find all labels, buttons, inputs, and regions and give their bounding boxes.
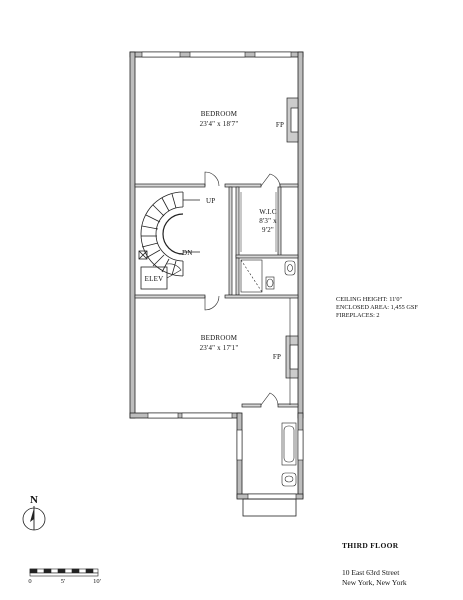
- wic-size-1: 8'3" x: [259, 217, 277, 225]
- scale-bar: [29, 568, 99, 577]
- fireplace-bottom: [285, 335, 299, 379]
- stair-up-label: UP: [206, 197, 215, 205]
- north-arrow: N: [22, 494, 46, 531]
- fireplace-top: [286, 97, 299, 143]
- scale-tick-10: 10': [93, 578, 101, 585]
- fireplace-top-label: FP: [276, 121, 284, 129]
- bedroom-top-name: BEDROOM: [201, 110, 238, 118]
- balcony: [242, 498, 297, 517]
- closet-shelves: [240, 192, 277, 252]
- fireplace-bottom-label: FP: [273, 353, 281, 361]
- address-line-1: 10 East 63rd Street: [342, 568, 400, 577]
- north-label: N: [30, 494, 38, 506]
- wic-name: W.I.C: [259, 208, 277, 216]
- address-line-2: New York, New York: [342, 578, 407, 587]
- floor-title: THIRD FLOOR: [342, 541, 399, 550]
- wic-size-2: 9'2": [262, 226, 274, 234]
- stair-down-label: DN: [182, 249, 193, 257]
- scale-tick-5: 5': [61, 578, 65, 585]
- door-swings: [166, 171, 281, 406]
- floor-info: CEILING HEIGHT: 11'0" ENCLOSED AREA: 1,4…: [336, 296, 418, 321]
- bedroom-top-size: 23'4" x 18'7": [200, 120, 239, 128]
- fireplace-count: FIREPLACES: 2: [336, 312, 380, 320]
- interior-walls: [134, 183, 299, 408]
- ceiling-height: CEILING HEIGHT: 11'0": [336, 296, 403, 303]
- elevator-label: ELEV: [145, 275, 164, 283]
- bedroom-bottom-name: BEDROOM: [201, 334, 238, 342]
- bathroom-fixtures: [240, 259, 297, 487]
- windows: [141, 51, 304, 500]
- enclosed-area: ENCLOSED AREA: 1,455 GSF: [336, 304, 418, 312]
- bedroom-bottom-size: 23'4" x 17'1": [200, 344, 239, 352]
- address: 10 East 63rd Street New York, New York: [342, 568, 407, 588]
- spiral-stair: [140, 191, 200, 277]
- scale-tick-0: 0: [28, 578, 31, 585]
